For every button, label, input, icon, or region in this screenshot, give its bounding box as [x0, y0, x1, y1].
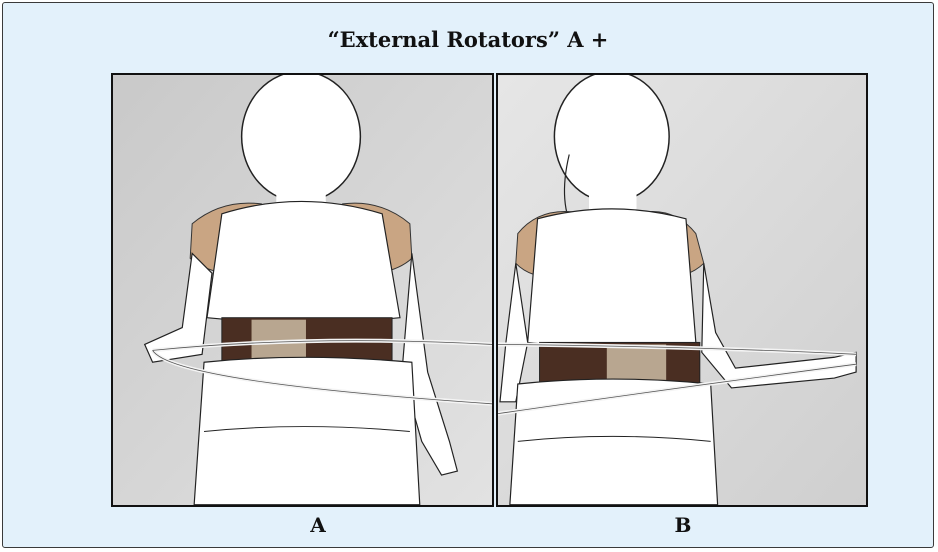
panel-a-caption: A: [298, 513, 338, 537]
posture-brace-illustration-b: [498, 75, 866, 505]
posture-brace-illustration-a: [113, 75, 492, 505]
panel-b-caption: B: [663, 513, 703, 537]
panel-b-image: [496, 73, 868, 507]
panel-a-image: [111, 73, 494, 507]
figure-title: “External Rotators” A +: [3, 27, 933, 52]
